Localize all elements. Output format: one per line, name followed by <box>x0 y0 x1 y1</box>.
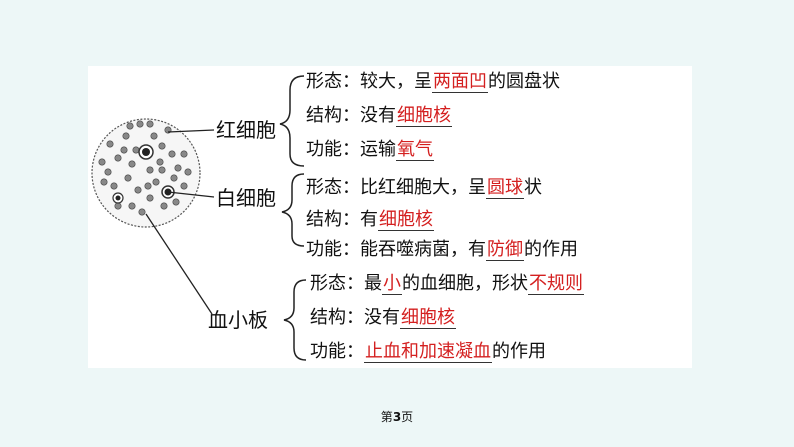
red-blood-cell-dot <box>160 202 168 210</box>
row-term: 功能： <box>306 239 360 260</box>
red-blood-cell-dot <box>174 164 182 172</box>
brace-platelet <box>283 279 307 361</box>
row-1-2: 功能：能吞噬病菌，有防御的作用 <box>306 238 578 262</box>
pointer-platelet <box>145 213 213 315</box>
page-footer: 第3页 <box>0 408 794 425</box>
red-blood-cell-dot <box>114 154 122 162</box>
red-blood-cell-dot <box>180 182 188 190</box>
pointer-wbc <box>167 191 215 198</box>
answer-text: 细胞核 <box>400 307 456 329</box>
answer-text: 小 <box>382 273 402 295</box>
row-text: 没有 <box>364 307 400 328</box>
footer-page-number: 3 <box>392 410 402 424</box>
row-text: 有 <box>360 209 378 230</box>
row-term: 形态： <box>310 273 364 294</box>
row-term: 结构： <box>306 209 360 230</box>
row-2-2: 功能：止血和加速凝血的作用 <box>310 340 546 364</box>
answer-text: 细胞核 <box>378 209 434 231</box>
row-term: 结构： <box>310 307 364 328</box>
row-0-2: 功能：运输氧气 <box>306 138 434 162</box>
red-blood-cell-dot <box>106 140 114 148</box>
red-blood-cell-dot <box>104 168 112 176</box>
answer-text: 两面凹 <box>432 71 488 93</box>
red-blood-cell-dot <box>172 198 180 206</box>
pointer-rbc <box>167 129 215 133</box>
answer-text: 氧气 <box>396 139 434 161</box>
label-wbc: 白细胞 <box>216 186 276 210</box>
red-blood-cell-dot <box>136 120 144 128</box>
red-blood-cell-dot <box>180 150 188 158</box>
red-blood-cell-dot <box>122 132 130 140</box>
row-term: 形态： <box>306 177 360 198</box>
row-text: 的作用 <box>524 239 578 260</box>
answer-text: 不规则 <box>528 273 584 295</box>
footer-prefix: 第 <box>380 410 393 424</box>
red-blood-cell-dot <box>134 186 142 194</box>
red-blood-cell-dot <box>170 174 178 182</box>
row-0-0: 形态：较大，呈两面凹的圆盘状 <box>306 70 560 94</box>
row-2-1: 结构：没有细胞核 <box>310 306 456 330</box>
red-blood-cells <box>98 120 192 216</box>
red-blood-cell-dot <box>120 146 128 154</box>
red-blood-cell-dot <box>146 194 154 202</box>
red-blood-cell-dot <box>132 146 140 154</box>
answer-text: 圆球 <box>486 177 524 199</box>
row-text: 的圆盘状 <box>488 71 560 92</box>
red-blood-cell-dot <box>158 142 166 150</box>
red-blood-cell-dot <box>128 160 136 168</box>
row-2-0: 形态：最小的血细胞，形状不规则 <box>310 272 584 296</box>
red-blood-cell-dot <box>146 166 154 174</box>
red-blood-cell-dot <box>144 182 152 190</box>
red-blood-cell-dot <box>138 208 146 216</box>
row-text: 运输 <box>360 139 396 160</box>
answer-text: 细胞核 <box>396 105 452 127</box>
red-blood-cell-dot <box>114 202 122 210</box>
red-blood-cell-dot <box>168 150 176 158</box>
red-blood-cell-dot <box>152 178 160 186</box>
red-blood-cell-dot <box>128 202 136 210</box>
row-1-0: 形态：比红细胞大，呈圆球状 <box>306 176 542 200</box>
red-blood-cell-dot <box>124 174 132 182</box>
red-blood-cell-dot <box>150 132 158 140</box>
label-platelet: 血小板 <box>208 308 268 332</box>
red-blood-cell-dot <box>146 120 154 128</box>
red-blood-cell-dot <box>98 158 106 166</box>
label-rbc: 红细胞 <box>216 118 276 142</box>
red-blood-cell-dot <box>126 122 134 130</box>
row-text: 比红细胞大，呈 <box>360 177 486 198</box>
row-term: 功能： <box>306 139 360 160</box>
answer-text: 止血和加速凝血 <box>364 341 492 363</box>
row-1-1: 结构：有细胞核 <box>306 208 434 232</box>
answer-text: 防御 <box>486 239 524 261</box>
row-text: 没有 <box>360 105 396 126</box>
row-text: 的作用 <box>492 341 546 362</box>
red-blood-cell-dot <box>100 178 108 186</box>
brace-rbc <box>279 75 305 167</box>
red-blood-cell-dot <box>156 158 164 166</box>
row-text: 状 <box>524 177 542 198</box>
content-panel: 红细胞 白细胞 血小板 形态：较大，呈两面凹的圆盘状结构：没有细胞核功能：运输氧… <box>88 66 692 368</box>
row-term: 结构： <box>306 105 360 126</box>
row-text: 能吞噬病菌，有 <box>360 239 486 260</box>
row-text: 的血细胞，形状 <box>402 273 528 294</box>
red-blood-cell-dot <box>184 168 192 176</box>
red-blood-cell-dot <box>110 182 118 190</box>
row-text: 最 <box>364 273 382 294</box>
row-text: 较大，呈 <box>360 71 432 92</box>
row-0-1: 结构：没有细胞核 <box>306 104 452 128</box>
red-blood-cell-dot <box>158 166 166 174</box>
brace-wbc <box>281 173 305 247</box>
row-term: 功能： <box>310 341 364 362</box>
blood-cell-diagram <box>91 75 307 361</box>
footer-suffix: 页 <box>401 410 414 424</box>
row-term: 形态： <box>306 71 360 92</box>
